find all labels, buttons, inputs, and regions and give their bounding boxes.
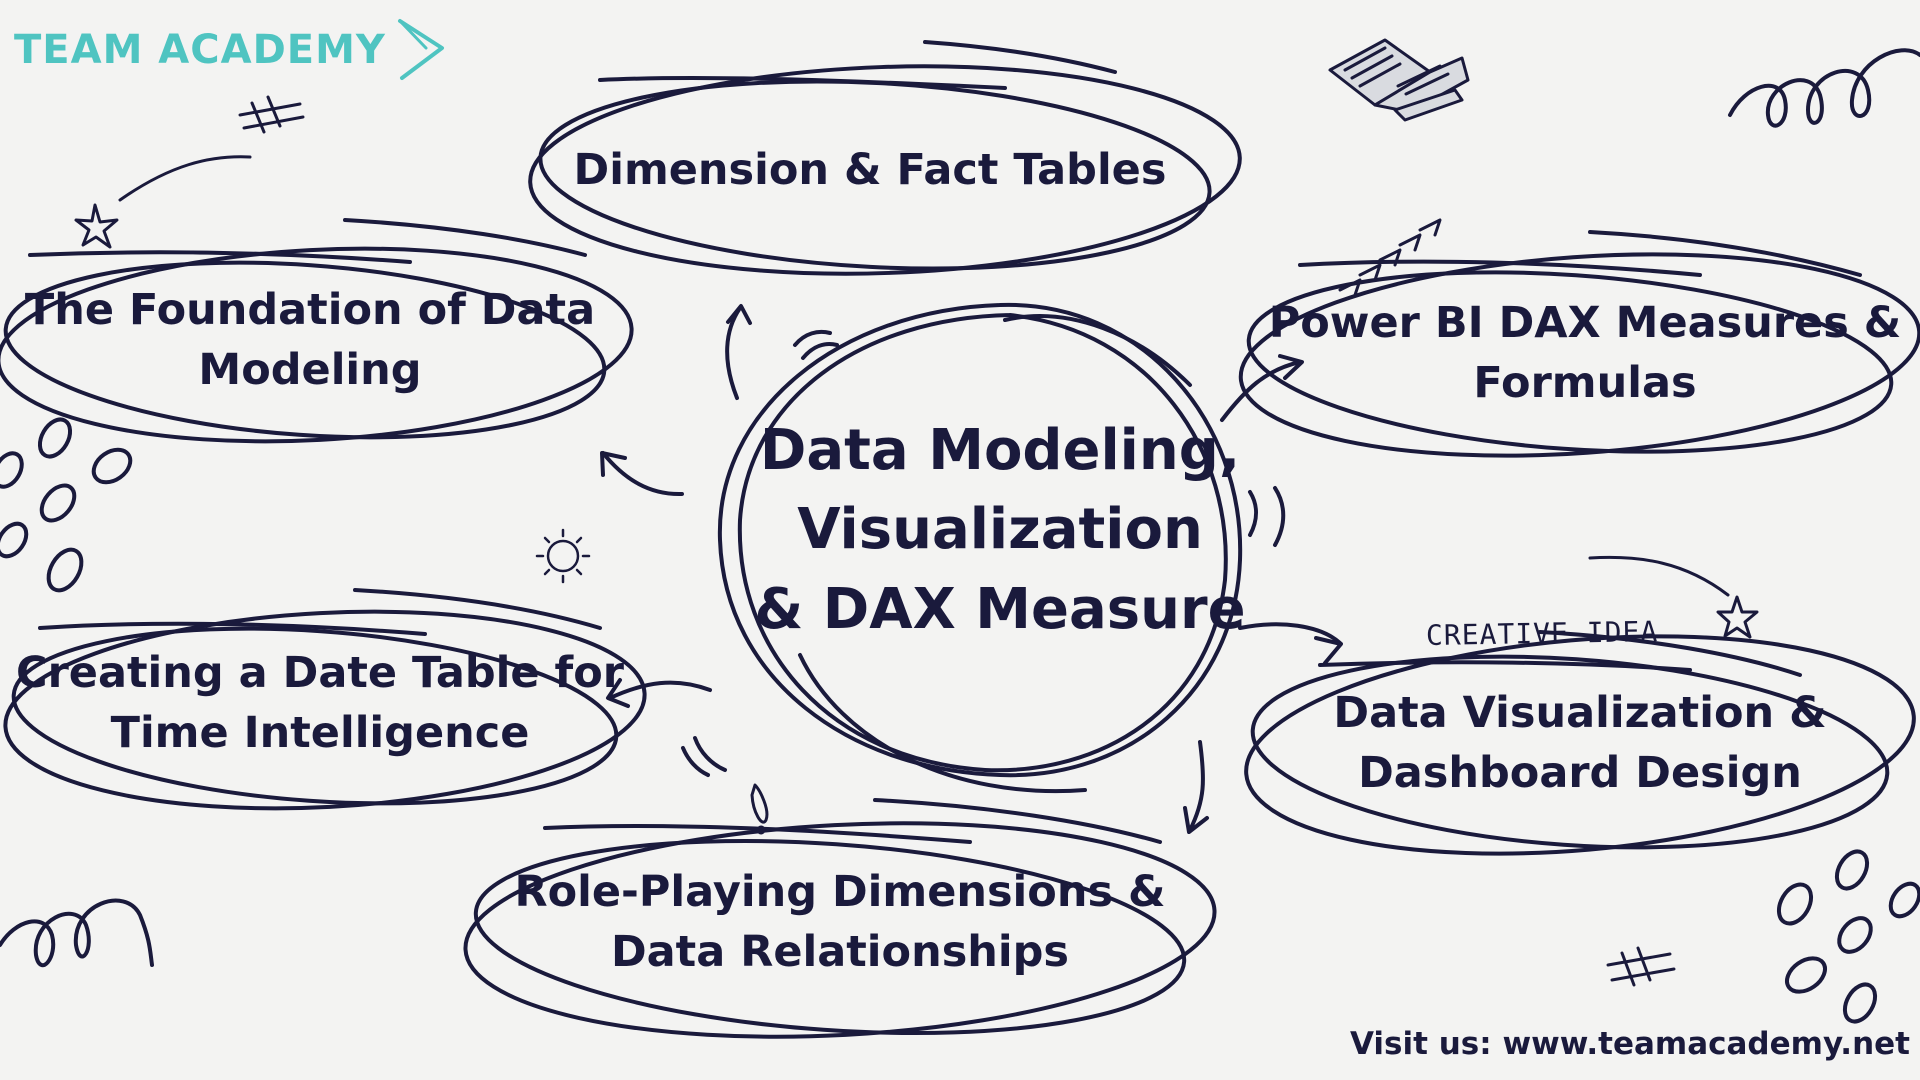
topic-power-bi-dax: Power BI DAX Measures & Formulas [1269, 288, 1902, 418]
book-icon [1328, 38, 1470, 122]
topic-ellipse-power-bi-dax [1238, 230, 1920, 458]
website-link[interactable]: Visit us: www.teamacademy.net [1349, 1026, 1910, 1062]
star-icon-left [74, 155, 252, 249]
topic-data-visualization: Data Visualization & Dashboard Design [1290, 678, 1870, 808]
oval-dots-left [0, 417, 133, 593]
topic-line: Formulas [1473, 358, 1697, 408]
loop-doodle-top [1728, 48, 1920, 128]
topic-line: Power BI DAX Measures & [1268, 297, 1902, 348]
loop-doodle-bottom [0, 898, 154, 968]
topic-foundation: The Foundation of Data Modeling [20, 275, 600, 405]
accent-marks [681, 329, 1286, 777]
creative-idea-annotation: CREATIVE IDEA [1425, 614, 1659, 653]
topic-date-table: Creating a Date Table for Time Intellige… [16, 638, 624, 768]
brand-name: TEAM ACADEMY [14, 27, 386, 73]
topic-role-playing: Role-Playing Dimensions & Data Relations… [500, 857, 1180, 987]
hash-icon-bottom [1606, 946, 1676, 987]
topic-line: Creating a Date Table for [16, 647, 624, 698]
center-topic: Data Modeling, Visualization & DAX Measu… [720, 405, 1280, 655]
center-line: & DAX Measure [754, 576, 1246, 642]
hash-icon-top [238, 95, 305, 134]
connector-arrows [600, 304, 1343, 834]
chevron-right-icon [397, 19, 444, 80]
chevron-doodles [1338, 218, 1442, 297]
topic-line: Data Relationships [610, 927, 1070, 977]
topic-ellipse-dimension-fact [528, 40, 1242, 276]
topic-ellipse-data-visualization [1244, 630, 1916, 856]
topic-line: Dimension & Fact Tables [573, 144, 1167, 195]
topic-line: Modeling [198, 345, 422, 395]
topic-dimension-fact: Dimension & Fact Tables [540, 130, 1200, 210]
oval-dots-right [1776, 849, 1920, 1024]
topic-ellipse-date-table [3, 588, 647, 811]
topic-ellipse-role-playing [463, 798, 1217, 1039]
topic-line: Dashboard Design [1358, 748, 1802, 798]
center-line: Visualization [797, 497, 1203, 563]
star-icon-right [1588, 555, 1759, 639]
brand-logo[interactable]: TEAM ACADEMY [14, 19, 446, 80]
sun-icon [535, 528, 591, 584]
topic-line: Role-Playing Dimensions & [514, 866, 1166, 917]
topic-line: Data Visualization & [1333, 687, 1827, 738]
exclamation-icon [750, 783, 769, 835]
topic-ellipse-foundation [0, 218, 634, 444]
topic-line: The Foundation of Data [24, 284, 596, 335]
center-line: Data Modeling, [759, 417, 1241, 483]
topic-line: Time Intelligence [110, 708, 530, 758]
center-circle [717, 302, 1243, 794]
